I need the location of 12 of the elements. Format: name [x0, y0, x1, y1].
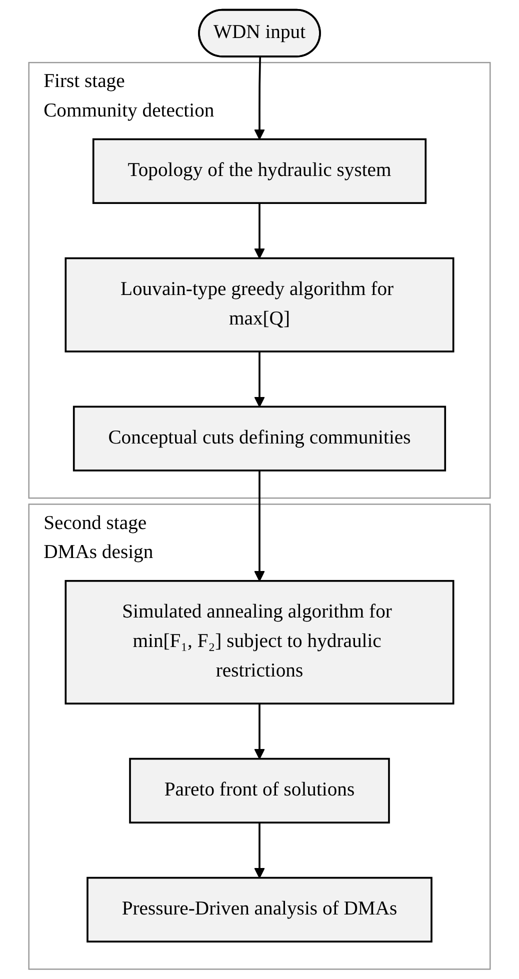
arrow [254, 704, 265, 760]
arrow [254, 470, 265, 582]
node-box: Topology of the hydraulic system [92, 138, 427, 204]
arrow [254, 822, 265, 878]
node-box: Pareto front of solutions [129, 758, 390, 824]
arrow [254, 57, 265, 140]
node-box: Louvain-type greedy algorithm for max[Q] [64, 257, 454, 352]
node-box: Simulated annealing algorithm for min[F₁, F₂] subject to hydraulic restrictions [64, 580, 454, 704]
node-box: Conceptual cuts defining communities [72, 406, 446, 472]
node-box: Pressure-Driven analysis of DMAs [86, 876, 432, 942]
arrow [254, 351, 265, 408]
arrow [254, 203, 265, 259]
